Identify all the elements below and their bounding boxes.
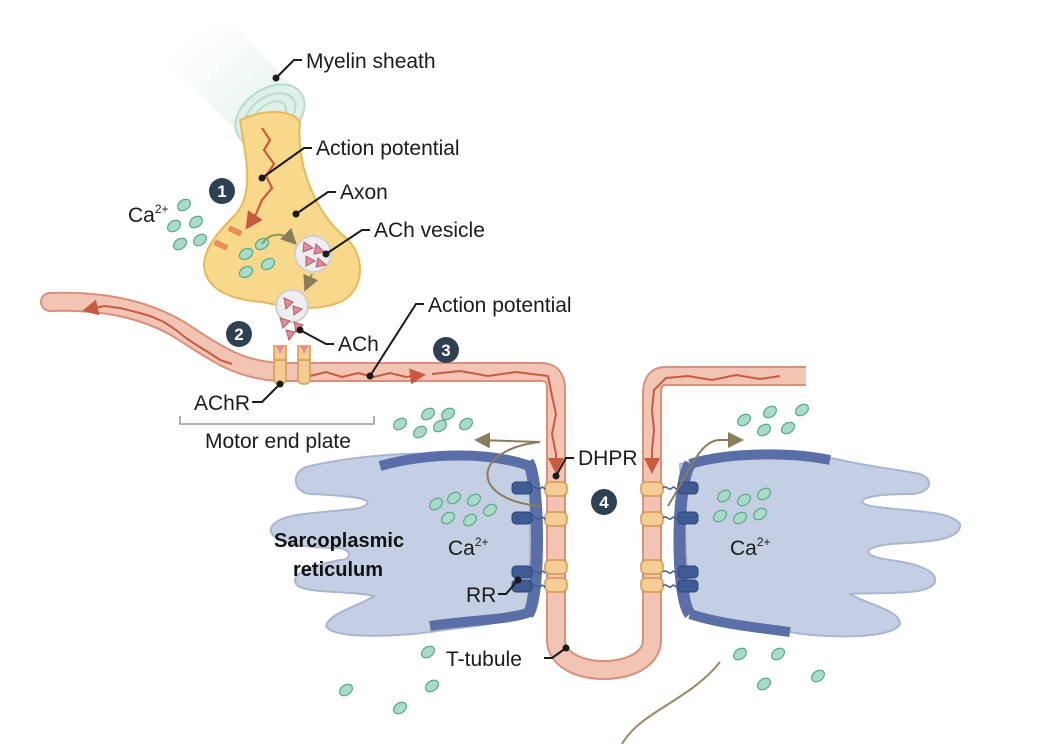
label-ca-left: Ca2+ [448,535,489,560]
label-ca-right: Ca2+ [730,535,771,560]
t-tubule-action-potential-left [431,369,564,474]
label-myelin-sheath: Myelin sheath [306,50,436,73]
label-action-potential-axon: Action potential [316,137,460,160]
label-action-potential-muscle: Action potential [428,294,572,317]
label-reticulum: reticulum [293,559,383,581]
step-badge-3: 3 [433,337,459,363]
ach-molecules [279,317,304,342]
dhpr-channels [544,481,664,593]
fused-vesicle [275,289,309,323]
step-badge-1: 1 [209,178,235,204]
muscle-action-potential-left [82,299,233,365]
ca-release-arrow-right [667,432,744,507]
achr-receptors [273,345,311,385]
label-ach: ACh [338,333,379,356]
vesicle-fusion-arrow [303,273,319,292]
cytoplasm-calcium-ions [338,403,826,715]
ca-release-arrow-left [486,441,541,507]
label-achr: AChR [194,392,250,415]
label-sarcoplasmic: Sarcoplasmic [274,530,404,552]
axon-ca-channel [227,225,243,237]
svg-text:2: 2 [234,325,243,344]
sarcoplasmic-reticulum-right [678,453,962,638]
ach-vesicle [294,235,332,273]
label-dhpr: DHPR [578,447,638,470]
muscle-fiber-line [621,661,721,744]
leader-lines [179,59,574,659]
extracellular-calcium [166,198,208,251]
sarcoplasmic-reticulum-left [269,452,531,637]
label-ca-axon: Ca2+ [128,202,169,227]
step-badge-2: 2 [226,321,252,347]
dhpr-ryr-links [531,486,679,588]
calcium-to-vesicle-arrow [261,227,297,245]
muscle-action-potential-right [309,368,426,385]
svg-text:4: 4 [599,493,609,512]
axon-ca-channel [213,239,229,251]
t-tubule-action-potential-right [644,373,781,474]
step-badge-4: 4 [591,489,617,515]
label-motor-end-plate: Motor end plate [205,430,351,453]
label-rr: RR [466,584,496,607]
sr-calcium-ions [428,487,772,527]
label-axon: Axon [340,181,388,204]
svg-text:3: 3 [441,341,450,360]
svg-text:1: 1 [217,182,226,201]
label-ach-vesicle: ACh vesicle [374,219,485,242]
label-t-tubule: T-tubule [446,648,522,671]
